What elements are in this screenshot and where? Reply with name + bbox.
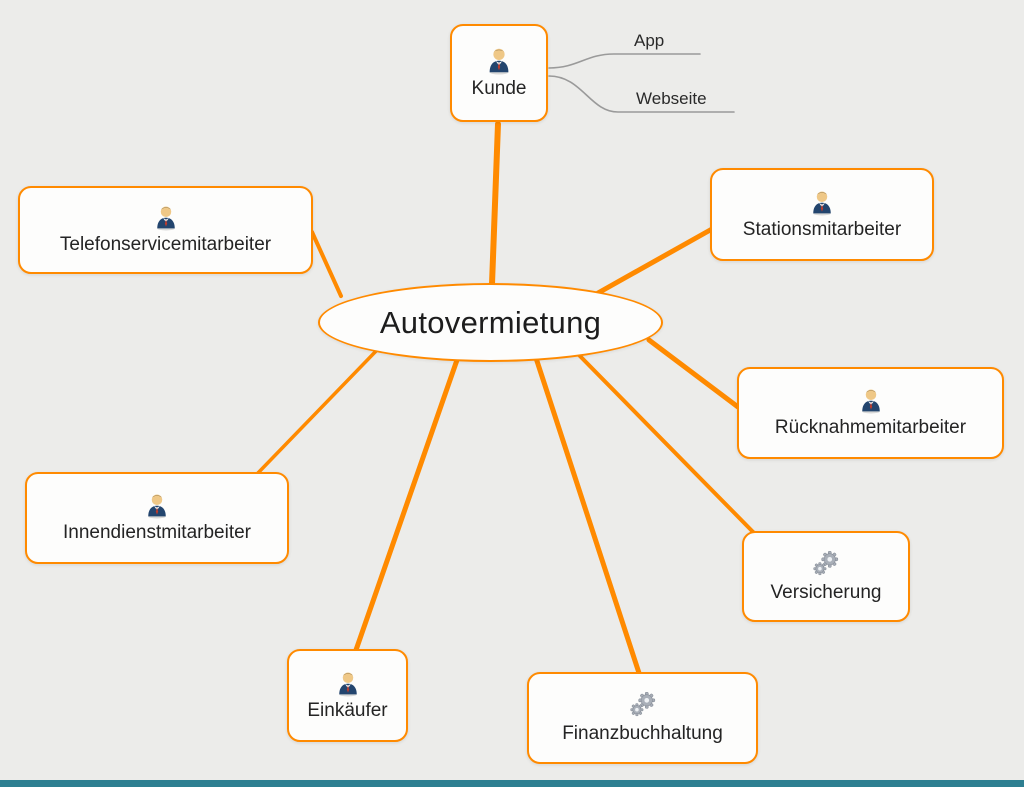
node-ruecknahmemitarbeiter[interactable]: Rücknahmemitarbeiter bbox=[737, 367, 1004, 459]
node-label: Stationsmitarbeiter bbox=[742, 218, 902, 240]
gears-icon bbox=[811, 549, 841, 579]
person-icon bbox=[143, 491, 171, 519]
node-einkaeufer[interactable]: Einkäufer bbox=[287, 649, 408, 742]
node-label: Einkäufer bbox=[307, 699, 388, 721]
connector-innendienstmitarbeiter bbox=[255, 347, 380, 476]
node-webseite[interactable]: Webseite bbox=[636, 89, 707, 108]
center-node-autovermietung[interactable]: Autovermietung bbox=[318, 283, 663, 362]
person-icon bbox=[857, 386, 885, 414]
node-telefonservicemitarbeiter[interactable]: Telefonservicemitarbeiter bbox=[18, 186, 313, 274]
connector-ruecknahmemitarbeiter bbox=[646, 337, 741, 410]
person-icon bbox=[152, 203, 180, 231]
node-label: Rücknahmemitarbeiter bbox=[774, 417, 967, 439]
gears-icon bbox=[628, 690, 658, 720]
node-label: Innendienstmitarbeiter bbox=[63, 522, 251, 544]
connector-telefonservicemitarbeiter bbox=[310, 230, 343, 298]
person-icon bbox=[484, 45, 514, 75]
connector-finanzbuchhaltung bbox=[533, 355, 642, 676]
person-icon bbox=[808, 188, 836, 216]
node-finanzbuchhaltung[interactable]: Finanzbuchhaltung bbox=[527, 672, 758, 764]
connector-einkaeufer bbox=[353, 357, 460, 653]
connector-app bbox=[548, 53, 701, 69]
node-innendienstmitarbeiter[interactable]: Innendienstmitarbeiter bbox=[25, 472, 289, 564]
center-node-label: Autovermietung bbox=[379, 304, 602, 340]
node-stationsmitarbeiter[interactable]: Stationsmitarbeiter bbox=[710, 168, 934, 261]
node-app[interactable]: App bbox=[634, 31, 665, 50]
connector-kunde bbox=[489, 121, 501, 287]
node-label: Versicherung bbox=[770, 581, 882, 603]
node-label: Finanzbuchhaltung bbox=[562, 723, 723, 745]
node-label: Kunde bbox=[471, 78, 527, 100]
connector-stationsmitarbeiter bbox=[595, 226, 715, 296]
connector-versicherung bbox=[575, 351, 759, 538]
node-versicherung[interactable]: Versicherung bbox=[742, 531, 910, 622]
bottom-edge-bar bbox=[0, 780, 1024, 787]
node-kunde[interactable]: Kunde bbox=[450, 24, 548, 122]
node-label: Telefonservicemitarbeiter bbox=[59, 234, 272, 256]
person-icon bbox=[334, 669, 362, 697]
